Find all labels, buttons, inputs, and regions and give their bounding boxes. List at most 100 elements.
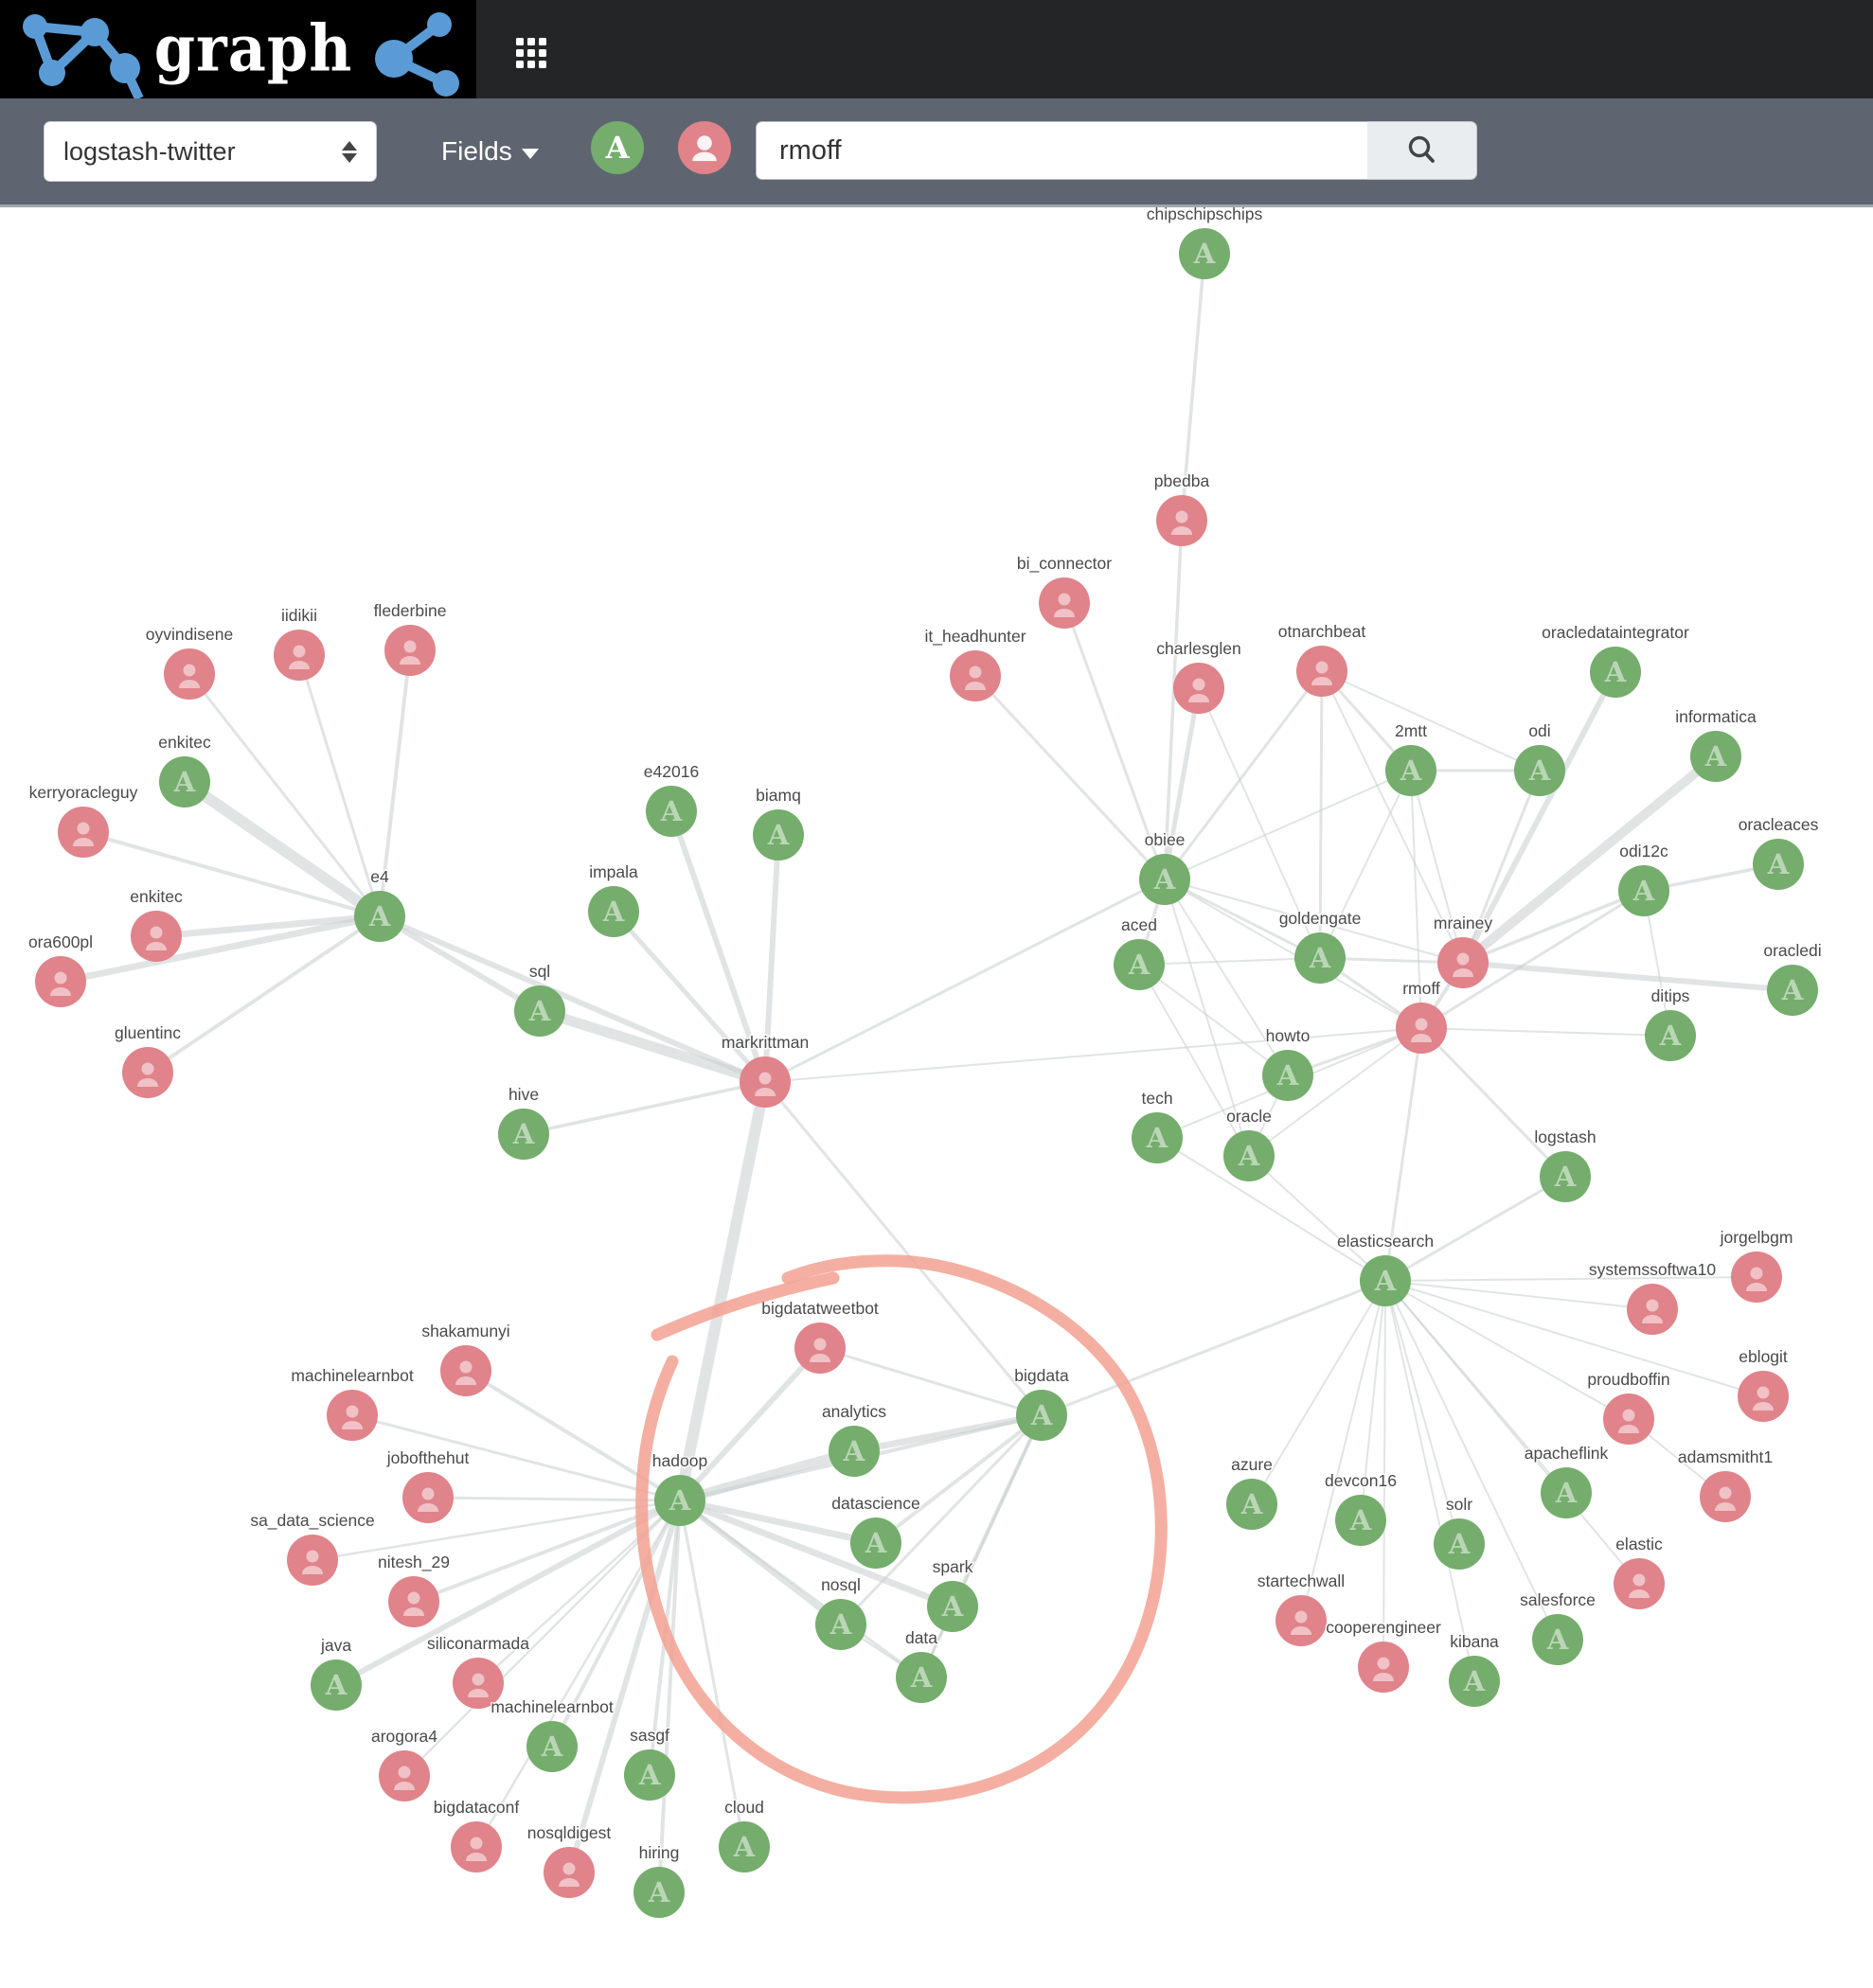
graph-node-startechwall[interactable]: startechwall [1256,1571,1347,1646]
graph-node-eblogit[interactable]: eblogit [1738,1346,1789,1422]
topic-node-circle[interactable] [719,1821,770,1873]
topic-node-circle[interactable] [646,786,697,837]
topic-node-circle[interactable] [354,891,405,942]
graph-node-proudboffin[interactable]: proudboffin [1586,1369,1671,1445]
topic-node-circle[interactable] [588,886,639,937]
topic-node-circle[interactable] [1540,1151,1591,1202]
topic-node-circle[interactable] [498,1109,549,1160]
graph-node-oyvindisene[interactable]: oyvindisene [144,624,235,700]
topic-node-circle[interactable] [1753,839,1804,890]
graph-node-cooperengineer[interactable]: cooperengineer [1325,1617,1442,1693]
graph-node-mrainey[interactable]: mrainey [1432,913,1494,988]
topic-node-circle[interactable] [1262,1050,1313,1101]
graph-node-elastic[interactable]: elastic [1614,1534,1665,1609]
topic-node-circle[interactable] [1449,1656,1500,1707]
graph-node-jobofthehut[interactable]: jobofthehut [384,1447,471,1523]
topic-node-circle[interactable] [1139,854,1190,905]
graph-node-nitesh_29[interactable]: nitesh_29 [377,1552,451,1627]
add-person-vertex-button[interactable] [678,121,731,174]
graph-node-bigdatatweetbot[interactable]: bigdatatweetbot [760,1298,880,1374]
topic-node-circle[interactable] [1360,1255,1411,1306]
search-button[interactable] [1367,121,1477,180]
app-grid-icon[interactable] [516,38,548,70]
topic-node-circle[interactable] [753,809,804,861]
index-selector[interactable]: logstash-twitter [44,121,377,182]
topic-node-circle[interactable] [1532,1614,1583,1665]
graph-node-systemssoftwa10[interactable]: systemssoftwa10 [1587,1259,1718,1335]
graph-node-charlesglen[interactable]: charlesglen [1155,638,1242,714]
graph-node-rmoff[interactable]: rmoff [1396,978,1447,1054]
topic-node-circle[interactable] [159,756,210,808]
topic-node-circle[interactable] [1226,1479,1277,1530]
graph-node-markrittman[interactable]: markrittman [720,1032,811,1108]
topic-node-circle[interactable] [1132,1112,1183,1163]
topic-node-circle[interactable] [1645,1010,1696,1061]
add-topic-vertex-button[interactable]: A [591,121,644,174]
graph-node-otnarchbeat[interactable]: otnarchbeat [1276,621,1367,697]
topic-node-circle[interactable] [1114,939,1165,990]
graph-node-kerryoracleguy[interactable]: kerryoracleguy [27,782,139,858]
topic-node-circle[interactable] [1223,1130,1275,1181]
graph-node-bigdataconf[interactable]: bigdataconf [432,1797,521,1873]
graph-node-pbedba[interactable]: pbedba [1152,470,1211,546]
topic-node-circle[interactable] [526,1721,578,1772]
topic-node-circle[interactable] [1294,932,1346,984]
topic-node-circle[interactable] [654,1475,705,1526]
topic-node-circle[interactable] [1690,731,1741,782]
topic-node-circle[interactable] [311,1660,362,1711]
topic-node-circle[interactable] [850,1518,901,1569]
graph-app-logo[interactable]: graph [0,0,476,98]
topic-node-circle[interactable] [815,1599,866,1650]
graph-node-jorgelbgm[interactable]: jorgelbgm [1718,1227,1794,1303]
topic-node-circle[interactable] [633,1867,685,1918]
graph-node-nosqldigest[interactable]: nosqldigest [526,1822,613,1898]
topic-node-circle[interactable] [1179,228,1230,279]
topic-node-circle[interactable] [1514,745,1565,796]
topic-node-circle[interactable] [1335,1495,1386,1546]
graph-node-bi_connector[interactable]: bi_connector [1015,553,1114,629]
search-input[interactable] [756,121,1367,180]
topic-node-circle[interactable] [1016,1390,1067,1441]
graph-node-arogora4[interactable]: arogora4 [369,1726,439,1802]
topic-node-circle[interactable] [1590,647,1641,698]
topic-node-circle[interactable] [1434,1518,1485,1570]
topic-node-circle[interactable] [1767,965,1818,1016]
graph-node-gluentinc[interactable]: gluentinc [113,1022,183,1098]
topic-node-circle[interactable] [927,1581,978,1632]
fields-dropdown-button[interactable]: Fields [441,121,539,182]
graph-node-siliconarmada[interactable]: siliconarmada [426,1633,531,1709]
graph-node-sa_data_science[interactable]: sa_data_science [249,1510,376,1586]
